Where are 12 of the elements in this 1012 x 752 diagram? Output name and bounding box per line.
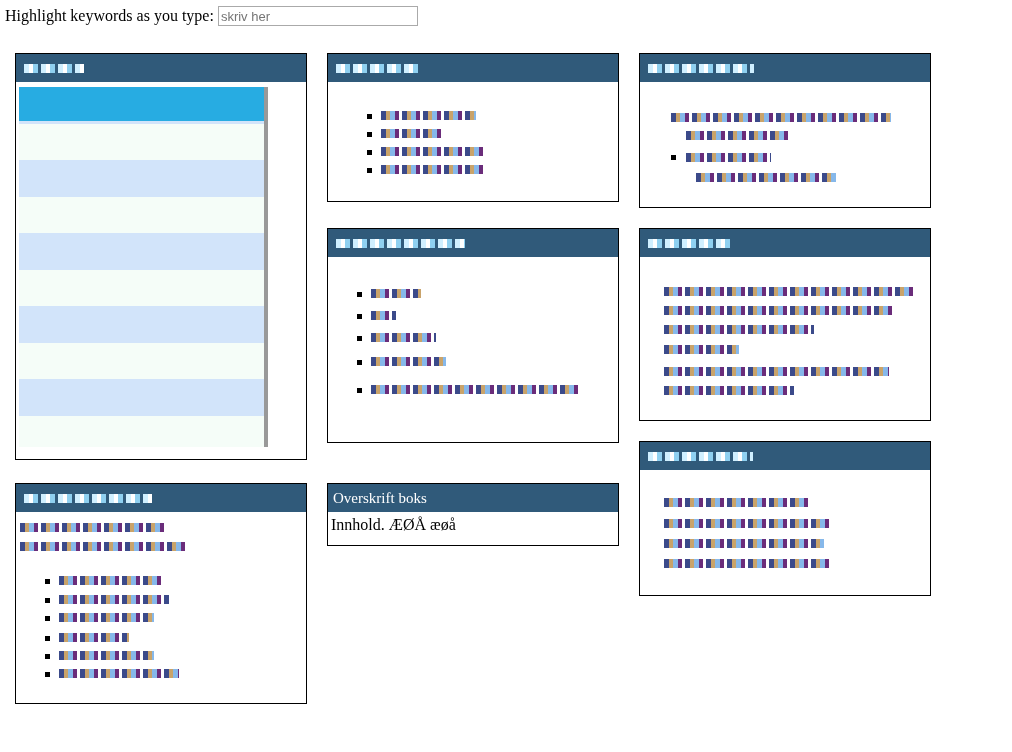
panel-box [639,53,931,208]
panel-heading: Overskrift boks [328,484,618,512]
panel-box [639,228,931,421]
panel-box [327,483,619,546]
panel-box [327,53,619,202]
panel-box [327,228,619,443]
input-field: skriv her [217,6,418,26]
panel-box [15,53,307,460]
panel-box [639,441,931,596]
panel-text: Innhold. ÆØÅ æøå [330,515,457,535]
search-label: Highlight keywords as you type: [5,7,214,25]
panel-box [15,483,307,704]
